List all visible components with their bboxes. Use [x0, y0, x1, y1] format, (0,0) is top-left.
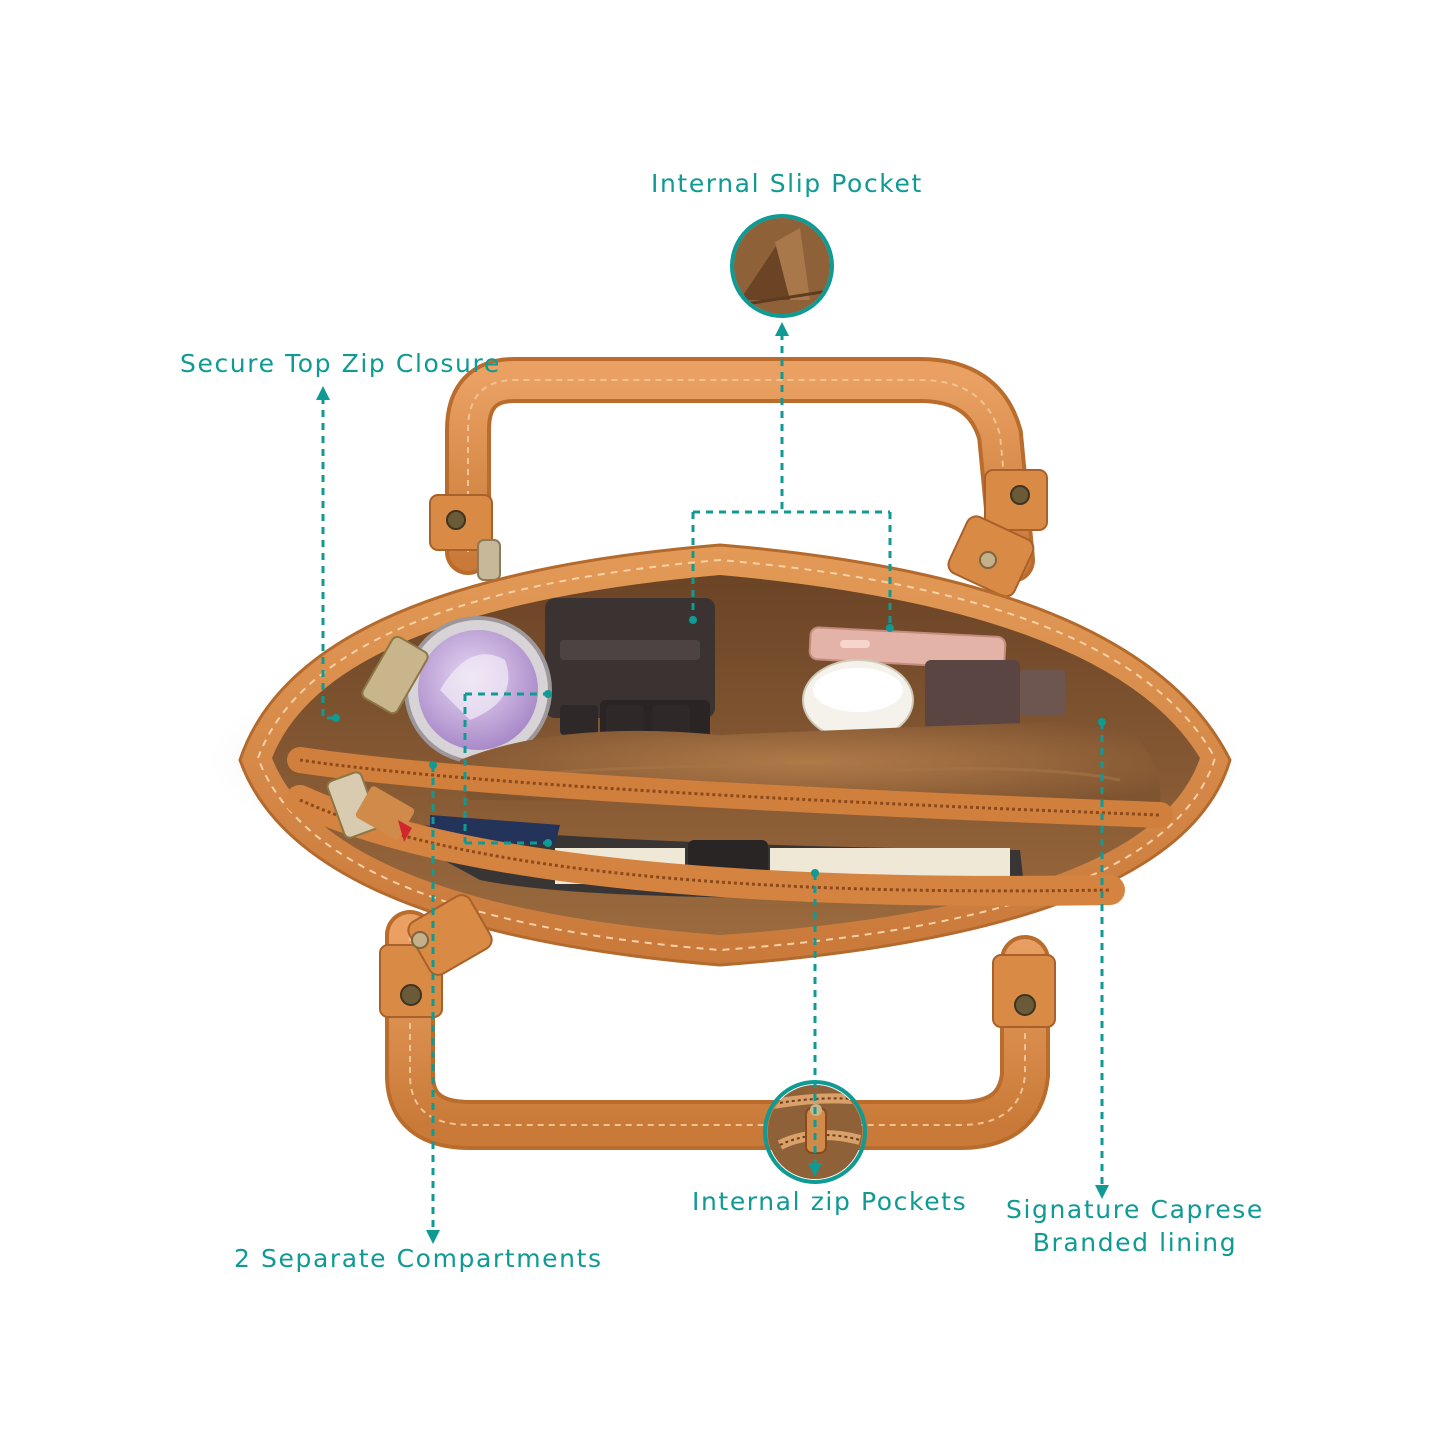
arrow-down-icon [426, 1230, 440, 1244]
label-branded-lining-line1: Signature Caprese [1006, 1195, 1264, 1224]
strap-ring-left [477, 539, 501, 581]
rivet-icon [1014, 994, 1036, 1016]
strap-tab-bottom-right [992, 954, 1056, 1028]
callout-dot-icon [544, 690, 552, 698]
label-branded-lining: Signature Caprese Branded lining [1006, 1194, 1264, 1259]
label-branded-lining-line2: Branded lining [1032, 1227, 1238, 1257]
brand-tag [355, 786, 415, 840]
bag-contents [285, 598, 1173, 906]
label-internal-slip-pocket: Internal Slip Pocket [651, 169, 923, 198]
rivet-icon [979, 551, 997, 569]
phone [808, 626, 1007, 670]
callout-dot-icon [886, 624, 894, 632]
callout-dot-icon [429, 761, 437, 769]
callout-dot-icon [332, 714, 340, 722]
label-internal-zip-pockets: Internal zip Pockets [692, 1187, 968, 1216]
callout-dot-icon [1098, 718, 1106, 726]
label-separate-compartments: 2 Separate Compartments [234, 1244, 603, 1273]
callout-dot-icon [689, 616, 697, 624]
strap-tab-lower-left [407, 894, 493, 976]
slip-pocket-zoom [730, 214, 834, 318]
bottom-strap [379, 894, 1056, 1150]
rivet-icon [411, 931, 429, 949]
arrow-up-icon [775, 322, 789, 336]
top-strap [429, 357, 1048, 598]
rivet-icon [400, 984, 422, 1006]
callout-lines [321, 333, 1104, 1232]
zip-puller-icon [361, 635, 429, 715]
perfume-box [925, 660, 1020, 730]
arrow-down-icon [808, 1163, 822, 1177]
label-secure-top-zip-closure: Secure Top Zip Closure [180, 349, 501, 378]
callout-dot-icon [811, 869, 819, 877]
callout-dot-icon [544, 839, 552, 847]
arrow-down-icon [1095, 1185, 1109, 1199]
arrow-up-icon [316, 386, 330, 400]
rivet-icon [446, 510, 466, 530]
callout-markers [316, 322, 1109, 1244]
rivet-icon [1010, 485, 1030, 505]
